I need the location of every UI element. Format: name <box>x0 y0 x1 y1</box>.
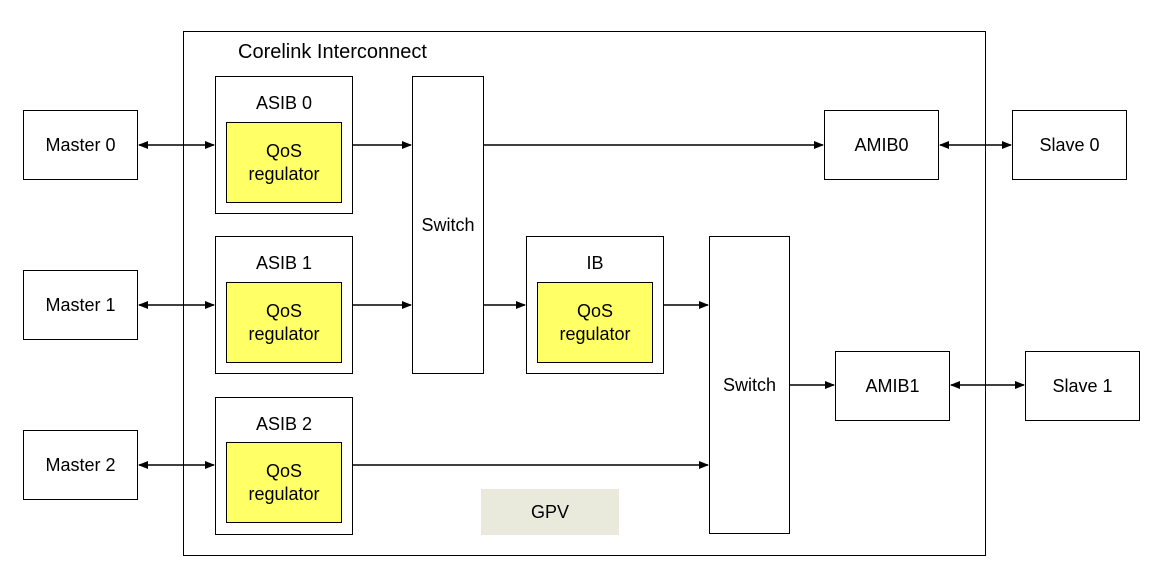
ib-qos-regulator: QoS regulator <box>537 282 653 363</box>
asib-2-qos-regulator: QoS regulator <box>226 442 342 523</box>
master-1: Master 1 <box>23 270 138 340</box>
ib-label: IB <box>586 253 604 273</box>
interconnect-title: Corelink Interconnect <box>238 41 427 63</box>
slave-1: Slave 1 <box>1025 351 1140 421</box>
gpv-block: GPV <box>481 489 619 535</box>
asib-0-qos-regulator: QoS regulator <box>226 122 342 203</box>
asib-1-label: ASIB 1 <box>255 253 313 273</box>
asib-2-label: ASIB 2 <box>255 414 313 434</box>
amib-1: AMIB1 <box>835 351 950 421</box>
switch-2: Switch <box>709 236 790 534</box>
asib-1-qos-regulator: QoS regulator <box>226 282 342 363</box>
amib-0: AMIB0 <box>824 110 939 180</box>
switch-1: Switch <box>412 76 484 374</box>
master-2: Master 2 <box>23 430 138 500</box>
asib-0-label: ASIB 0 <box>255 93 313 113</box>
slave-0: Slave 0 <box>1012 110 1127 180</box>
master-0: Master 0 <box>23 110 138 180</box>
